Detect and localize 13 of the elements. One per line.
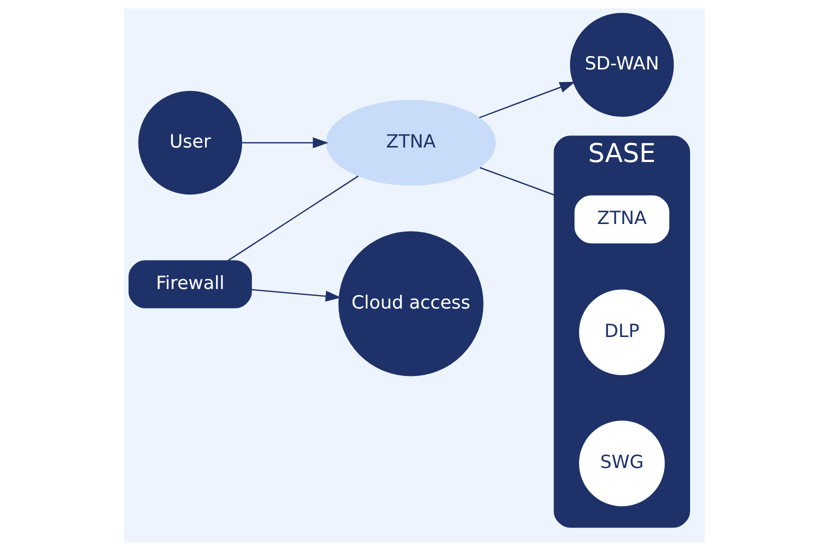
- node-circle: DLP: [579, 289, 665, 376]
- node-circle: SD-WAN: [570, 12, 674, 117]
- node-box: Firewall: [128, 260, 252, 308]
- node-circle: User: [138, 90, 242, 195]
- arrow: [252, 289, 342, 302]
- connector: [480, 167, 555, 196]
- node-circle: SWG: [579, 420, 665, 506]
- node-box: ZTNA: [574, 195, 670, 244]
- arrow: [479, 82, 576, 118]
- node-ellipse: ZTNA: [326, 100, 496, 186]
- node-circle: Cloud access: [338, 231, 484, 376]
- arrow: [242, 137, 328, 148]
- connector: [228, 176, 359, 262]
